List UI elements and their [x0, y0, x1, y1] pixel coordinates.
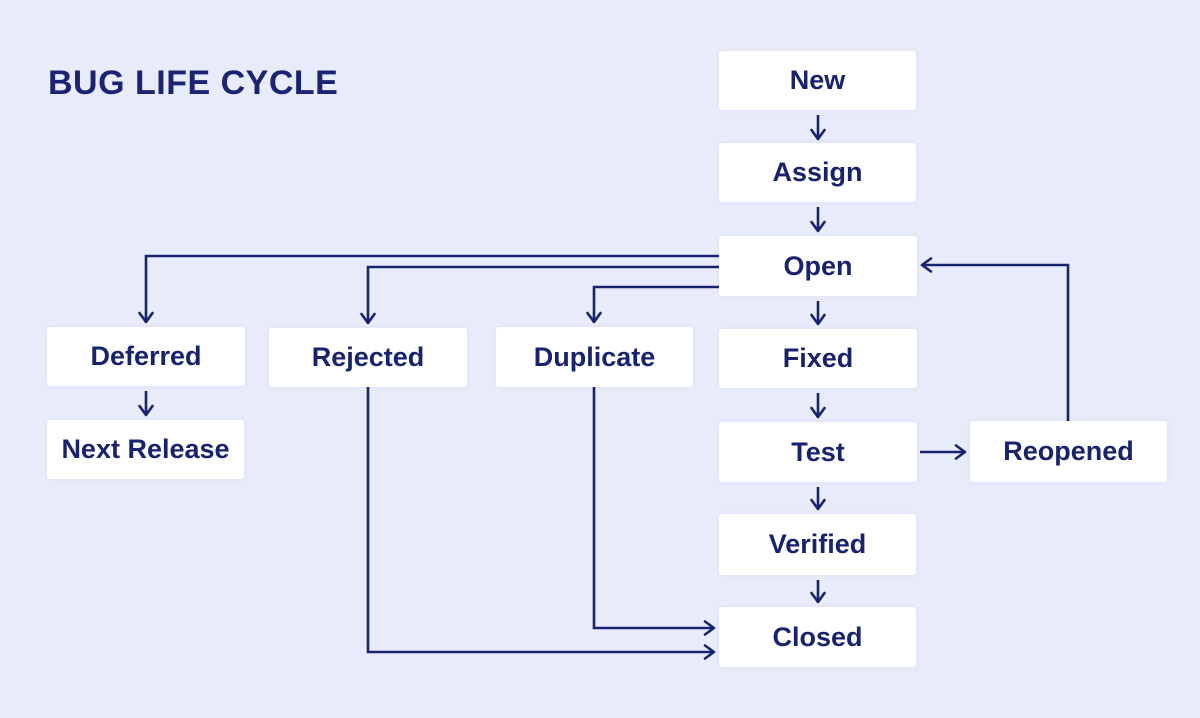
node-test: Test: [719, 422, 917, 482]
node-closed: Closed: [719, 607, 916, 667]
page-title: BUG LIFE CYCLE: [48, 64, 339, 102]
node-assign: Assign: [719, 143, 916, 202]
node-new: New: [719, 51, 916, 110]
node-duplicate: Duplicate: [496, 327, 693, 387]
edge-reopened-to-open: [920, 257, 1070, 421]
node-fixed: Fixed: [719, 329, 917, 388]
edge-open-to-deferred: [138, 254, 719, 324]
node-rejected: Rejected: [269, 328, 467, 387]
edge-rejected-to-closed: [366, 387, 716, 660]
edge-open-to-duplicate: [586, 285, 719, 324]
node-deferred: Deferred: [47, 327, 245, 386]
node-open: Open: [719, 236, 917, 296]
edge-open-to-rejected: [360, 265, 719, 325]
edge-duplicate-to-closed: [592, 387, 716, 636]
node-verified: Verified: [719, 514, 916, 575]
node-next-release: Next Release: [47, 420, 244, 479]
node-reopened: Reopened: [970, 421, 1167, 482]
